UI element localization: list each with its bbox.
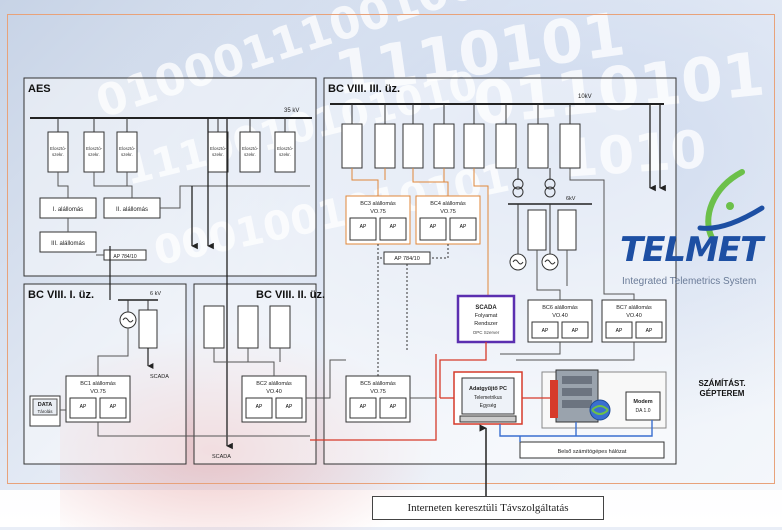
room-label-1: SZÁMÍTÁST. [698,379,745,388]
logo-tagline: Integrated Telemetrics System [622,276,757,287]
svg-text:BC6 alállomás: BC6 alállomás [542,305,578,311]
bc7-rtu: BC7 alállomás VO.40 AP AP [601,299,667,343]
svg-text:AP: AP [286,404,293,410]
bc1-rtu: BC1 alállomás VO.75 AP AP [65,375,131,423]
svg-text:BC5 alállomás: BC5 alállomás [360,381,396,387]
room-label-2: GÉPTEREM [700,389,745,398]
svg-text:VO.75: VO.75 [370,389,386,395]
svg-text:DATA: DATA [38,402,52,408]
scada-box-l3: Rendszer [474,321,498,327]
svg-text:VO.40: VO.40 [626,313,642,319]
aes-feeder-label-4: Elosztó- [210,146,227,151]
svg-text:Modem: Modem [633,399,652,405]
svg-text:AP: AP [390,224,397,230]
scada-box-l4: OPC Szerver [473,330,500,335]
section-title-bc-viii-ii: BC VIII. II. üz. [256,289,325,301]
aes-station-1-label: I. alállomás [53,207,83,213]
svg-text:szekr.: szekr. [121,152,133,157]
svg-text:AP: AP [360,404,367,410]
svg-text:AP: AP [256,404,263,410]
svg-text:BC2 alállomás: BC2 alállomás [256,381,292,387]
bc1-bus-label: 6 kV [150,291,161,297]
bc2-scada-label: SCADA [212,454,231,460]
bc3-lower-bus-label: 6kV [566,196,576,202]
bc3-rtu-title: BC3 alállomás [360,201,396,207]
svg-text:Adatgyűjtő PC: Adatgyűjtő PC [469,386,507,392]
svg-text:AP: AP [80,404,87,410]
bc2-rtu: BC2 alállomás VO.40 AP AP [241,375,307,423]
svg-text:AP: AP [572,328,579,334]
bc3-feeders [341,104,581,169]
svg-text:Egység: Egység [480,403,497,409]
svg-text:Telemetrikus: Telemetrikus [474,395,503,401]
bc3-rtu-model: VO.75 [370,209,386,215]
aes-feeder-label-6: Elosztó- [277,146,294,151]
svg-text:VO.40: VO.40 [266,389,282,395]
bc4-rtu-model: VO.75 [440,209,456,215]
aes-station-3-label: III. alállomás [51,241,85,247]
aes-feeder-label-2: Elosztó- [86,146,103,151]
scada-box-l2: Folyamat [475,313,498,319]
aes-feeder-label-1: Elosztó- [50,146,67,151]
bc6-rtu: BC6 alállomás VO.40 AP AP [527,299,593,343]
section-title-aes: AES [28,83,51,95]
section-title-bc-viii-iii: BC VIII. III. üz. [328,83,400,95]
svg-text:AP: AP [646,328,653,334]
svg-text:AP: AP [110,404,117,410]
section-title-bc-viii-i: BC VIII. I. üz. [28,289,94,301]
svg-text:Tárolás: Tárolás [37,409,53,414]
data-pc: Adatgyűjtő PC Telemetrikus Egység [453,371,523,425]
svg-text:szekr.: szekr. [88,152,100,157]
logo-word: TELMET [620,230,763,270]
logo-swoosh-icon [697,169,765,241]
svg-text:szekr.: szekr. [212,152,224,157]
bc3-bus-label: 10kV [578,94,592,100]
svg-text:BC1 alállomás: BC1 alállomás [80,381,116,387]
aes-link-label: AP 784/10 [113,254,136,260]
scada-box-l1: SCADA [475,305,497,311]
svg-text:VO.40: VO.40 [552,313,568,319]
bc4-rtu-title: BC4 alállomás [430,201,466,207]
ap-link-label: AP 784/10 [394,256,420,262]
aes-feeder-label-3: Elosztó- [119,146,136,151]
diagram-frame [7,14,775,484]
network-label: Belső számítógépes hálózat [558,449,627,455]
svg-text:VO.75: VO.75 [90,389,106,395]
aes-station-2-label: II. alállomás [116,207,148,213]
transformers [512,168,556,198]
aes-feeders [47,118,296,173]
bc1-scada-label: SCADA [150,374,169,380]
section-bc-viii-i [23,283,187,465]
svg-text:AP: AP [430,224,437,230]
generators [509,204,559,271]
aes-feeder-label-5: Elosztó- [242,146,259,151]
modem-device: Modem DA 1.0 [625,391,661,421]
server-rack [550,369,611,423]
svg-text:AP: AP [460,224,467,230]
svg-text:AP: AP [616,328,623,334]
internet-service-caption: Interneten keresztüli Távszolgáltatás [372,496,604,520]
svg-text:BC7 alállomás: BC7 alállomás [616,305,652,311]
aes-bus-label: 35 kV [284,108,299,114]
svg-text:AP: AP [360,224,367,230]
svg-text:DA 1.0: DA 1.0 [635,408,650,414]
svg-text:szekr.: szekr. [244,152,256,157]
telmet-logo: TELMET Integrated Telemetrics System [612,168,782,298]
data-storage-device: DATA Tárolás [29,395,61,427]
svg-text:AP: AP [390,404,397,410]
scada-box [456,294,516,344]
network-box [519,441,665,459]
bc4-rtu: BC4 alállomás VO.75 AP AP [415,195,481,245]
bc3-rtu: BC3 alállomás VO.75 AP AP [345,195,411,245]
svg-text:szekr.: szekr. [279,152,291,157]
svg-text:szekr.: szekr. [52,152,64,157]
bc5-rtu: BC5 alállomás VO.75 AP AP [345,375,411,423]
svg-text:AP: AP [542,328,549,334]
